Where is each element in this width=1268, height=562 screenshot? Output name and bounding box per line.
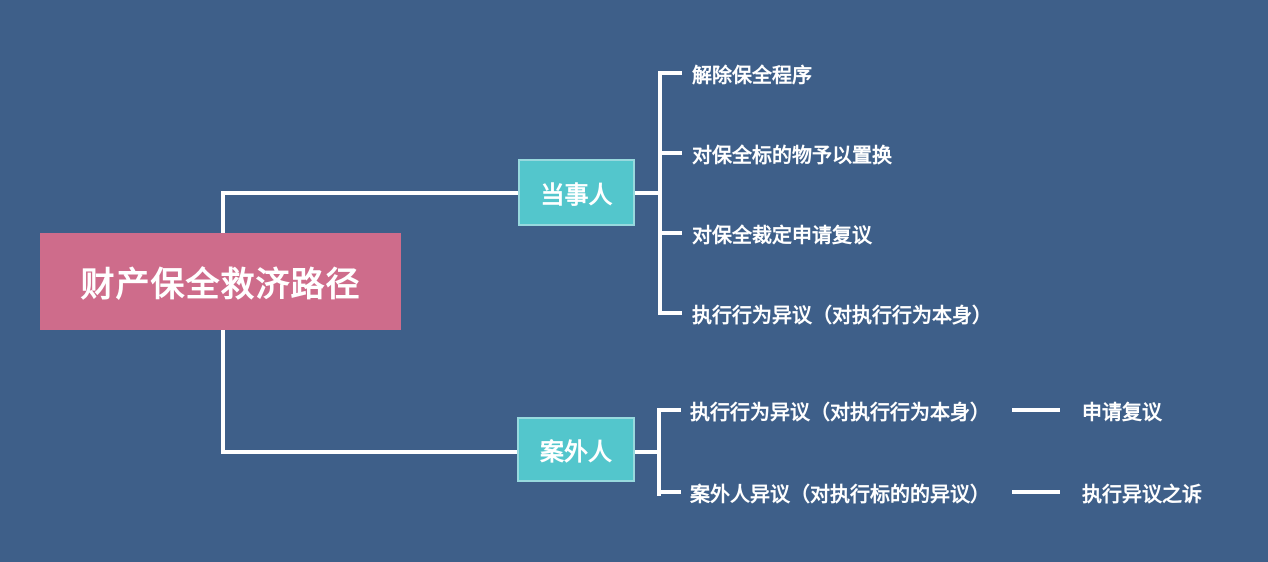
party-node[interactable]: 当事人	[518, 159, 635, 226]
leaf-connector-line	[1012, 490, 1060, 494]
root-node[interactable]: 财产保全救济路径	[40, 233, 401, 330]
leaf-connector-line	[1012, 408, 1060, 412]
root-to-nonparty-line	[221, 450, 518, 454]
item-nonparty-objection[interactable]: 案外人异议（对执行标的的异议）	[690, 483, 990, 506]
party-connector-line	[635, 191, 660, 195]
item-reconsideration-of-ruling[interactable]: 对保全裁定申请复议	[692, 224, 872, 247]
nonparty-children-vertical-line	[657, 408, 661, 496]
item-execution-conduct-objection[interactable]: 执行行为异议（对执行行为本身）	[692, 304, 992, 327]
leaf-apply-reconsideration[interactable]: 申请复议	[1082, 401, 1162, 424]
party-node-label: 当事人	[540, 182, 613, 209]
leaf-execution-objection-lawsuit[interactable]: 执行异议之诉	[1082, 483, 1202, 506]
party-child-tick-line	[658, 311, 682, 315]
item-replace-preserved-property[interactable]: 对保全标的物予以置换	[692, 144, 892, 167]
nonparty-connector-line	[635, 450, 659, 454]
nonparty-child-tick-line	[657, 490, 681, 494]
party-child-tick-line	[658, 231, 682, 235]
nonparty-node[interactable]: 案外人	[517, 417, 635, 482]
root-to-party-line	[221, 191, 518, 195]
party-child-tick-line	[658, 71, 682, 75]
nonparty-node-label: 案外人	[540, 439, 612, 466]
root-node-label: 财产保全救济路径	[80, 266, 361, 304]
party-children-vertical-line	[658, 71, 662, 315]
nonparty-child-tick-line	[657, 408, 681, 412]
item-release-preservation[interactable]: 解除保全程序	[692, 64, 812, 87]
party-child-tick-line	[658, 151, 682, 155]
item-execution-conduct-objection-nonparty[interactable]: 执行行为异议（对执行行为本身）	[690, 401, 990, 424]
